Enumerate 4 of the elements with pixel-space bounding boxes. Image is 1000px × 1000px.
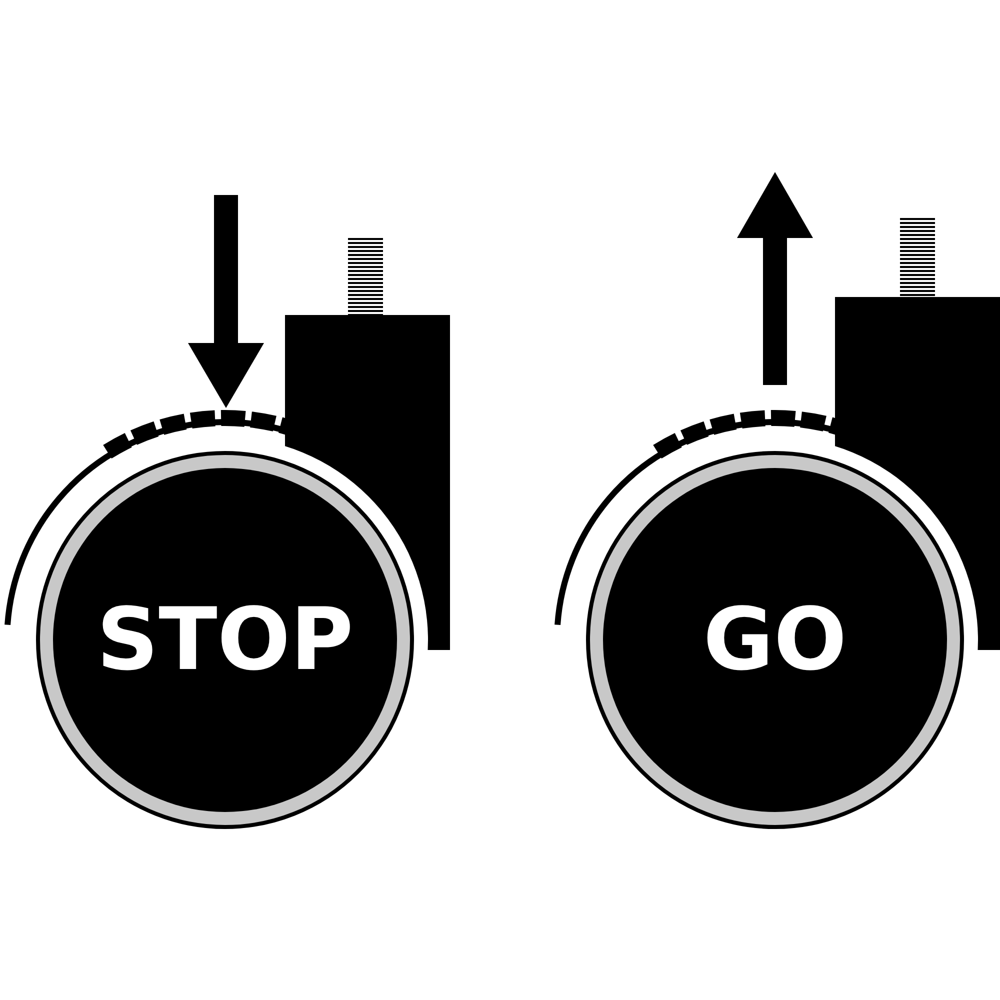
wheel-circle — [585, 450, 965, 830]
wheel-circle — [35, 450, 415, 830]
wheel-label: STOP — [96, 597, 354, 683]
wheel-label: GO — [702, 597, 848, 683]
